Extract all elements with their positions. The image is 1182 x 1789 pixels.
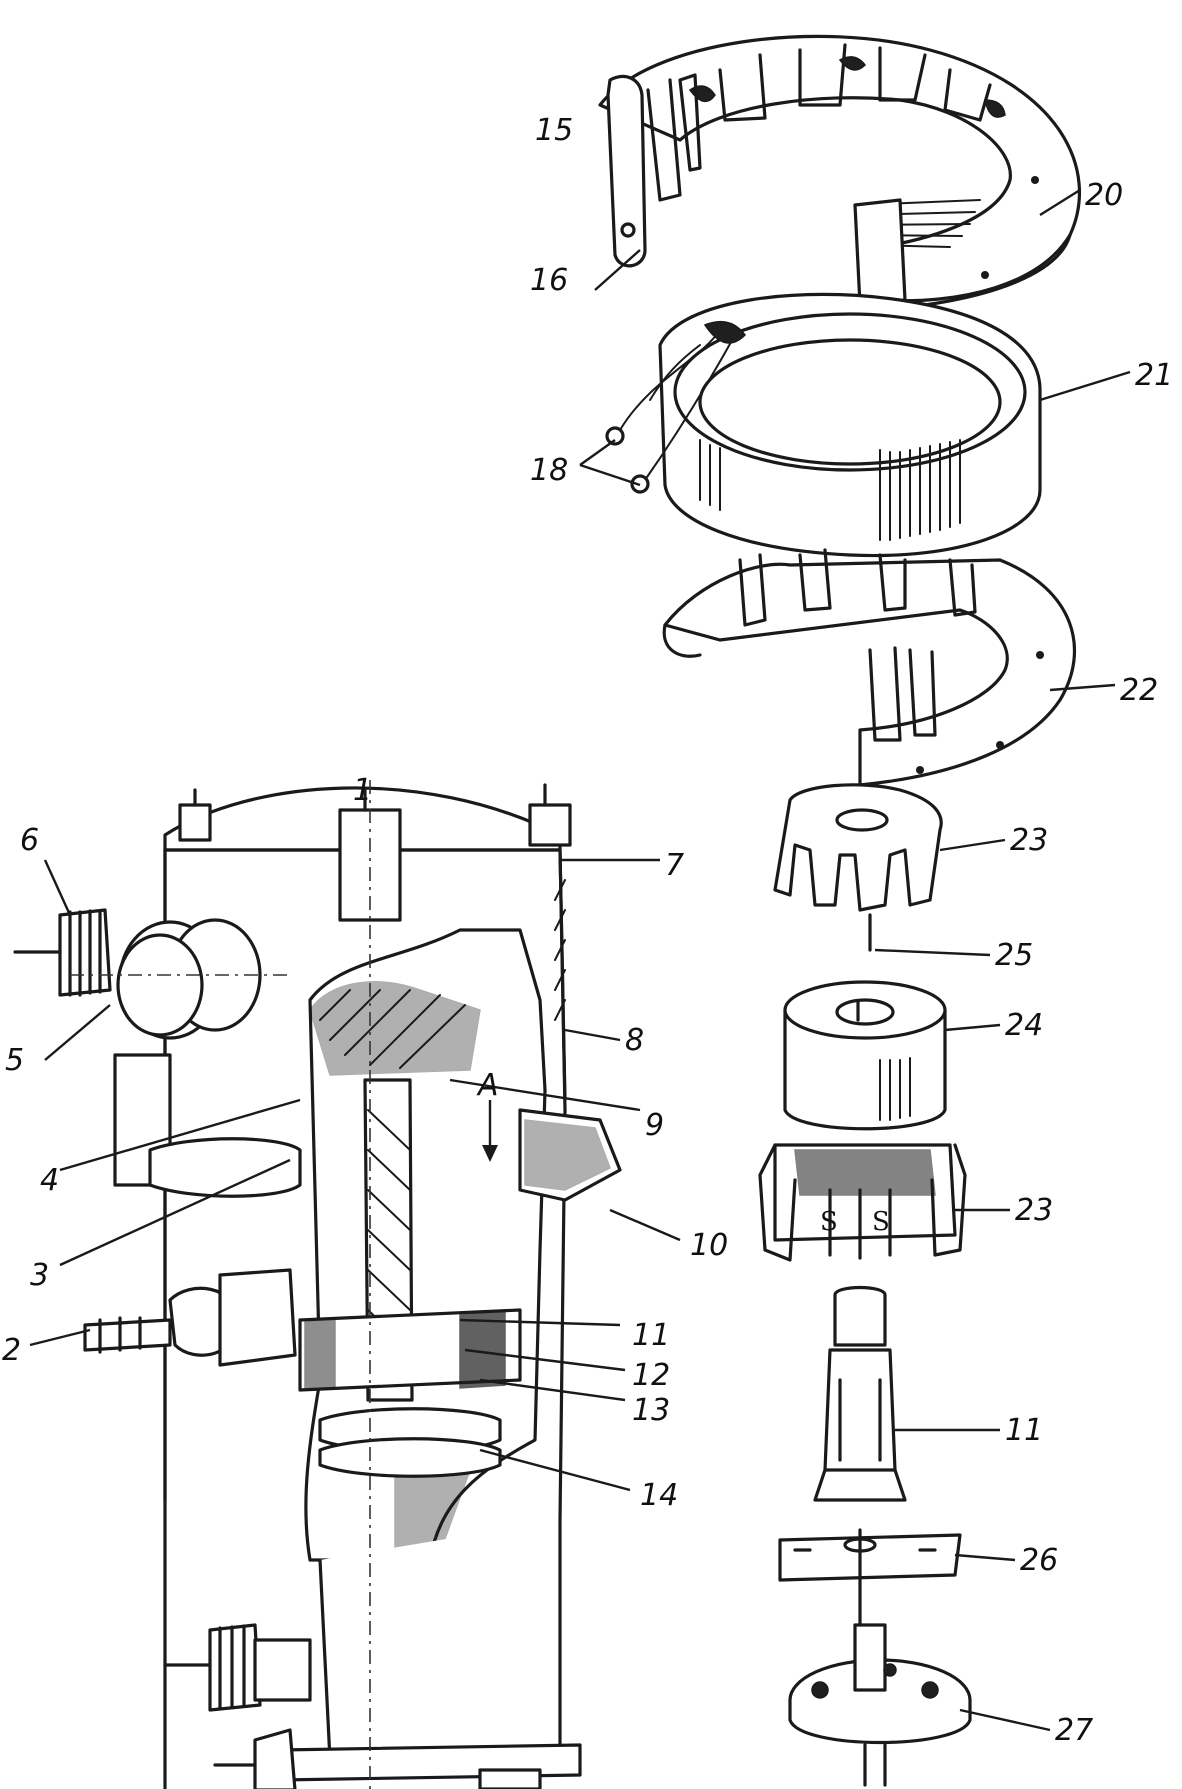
label-9: 9 xyxy=(645,1108,664,1143)
part-labels: 1 2 3 4 5 6 7 8 9 10 11 12 13 14 15 16 1… xyxy=(2,113,1173,1748)
part-21-coil-ring xyxy=(605,292,1042,558)
part-15-16-clip xyxy=(606,73,702,268)
part-23-claw-pole-lower xyxy=(758,1143,967,1262)
label-11-right: 11 xyxy=(1005,1413,1043,1448)
part-27-base xyxy=(788,1623,972,1787)
label-14: 14 xyxy=(640,1478,678,1513)
label-11: 11 xyxy=(632,1318,670,1353)
label-15: 15 xyxy=(535,113,573,148)
label-4: 4 xyxy=(40,1163,59,1198)
label-7: 7 xyxy=(665,848,684,883)
label-26: 26 xyxy=(1020,1543,1058,1578)
label-3: 3 xyxy=(30,1258,49,1293)
label-23-upper: 23 xyxy=(1010,823,1048,858)
label-1: 1 xyxy=(353,773,372,808)
label-6: 6 xyxy=(20,823,39,858)
label-5: 5 xyxy=(5,1043,24,1078)
label-13: 13 xyxy=(632,1393,670,1428)
label-24: 24 xyxy=(1005,1008,1043,1043)
label-12: 12 xyxy=(632,1358,670,1393)
label-22: 22 xyxy=(1120,673,1158,708)
part-22-lower-ring xyxy=(662,548,1077,787)
part-20-slotted-ring xyxy=(598,34,1082,312)
part-11-shaft xyxy=(813,1285,907,1502)
label-16: 16 xyxy=(530,263,568,298)
label-2: 2 xyxy=(2,1333,21,1368)
label-arrow-a: A xyxy=(476,1068,499,1103)
label-20: 20 xyxy=(1085,178,1123,213)
pole-mark-s-right: S xyxy=(872,1207,890,1237)
label-21: 21 xyxy=(1135,358,1173,393)
leader-lines xyxy=(29,188,1131,1732)
label-18: 18 xyxy=(530,453,568,488)
label-23-lower: 23 xyxy=(1015,1193,1053,1228)
label-8: 8 xyxy=(625,1023,644,1058)
part-26-plate xyxy=(778,1528,962,1627)
part-23-claw-pole-upper xyxy=(773,783,943,952)
label-27: 27 xyxy=(1055,1713,1093,1748)
label-10: 10 xyxy=(690,1228,728,1263)
pole-mark-s-left: S xyxy=(820,1207,838,1237)
housing-assembly xyxy=(13,780,622,1789)
label-25: 25 xyxy=(995,938,1033,973)
part-24-magnet xyxy=(783,980,947,1131)
